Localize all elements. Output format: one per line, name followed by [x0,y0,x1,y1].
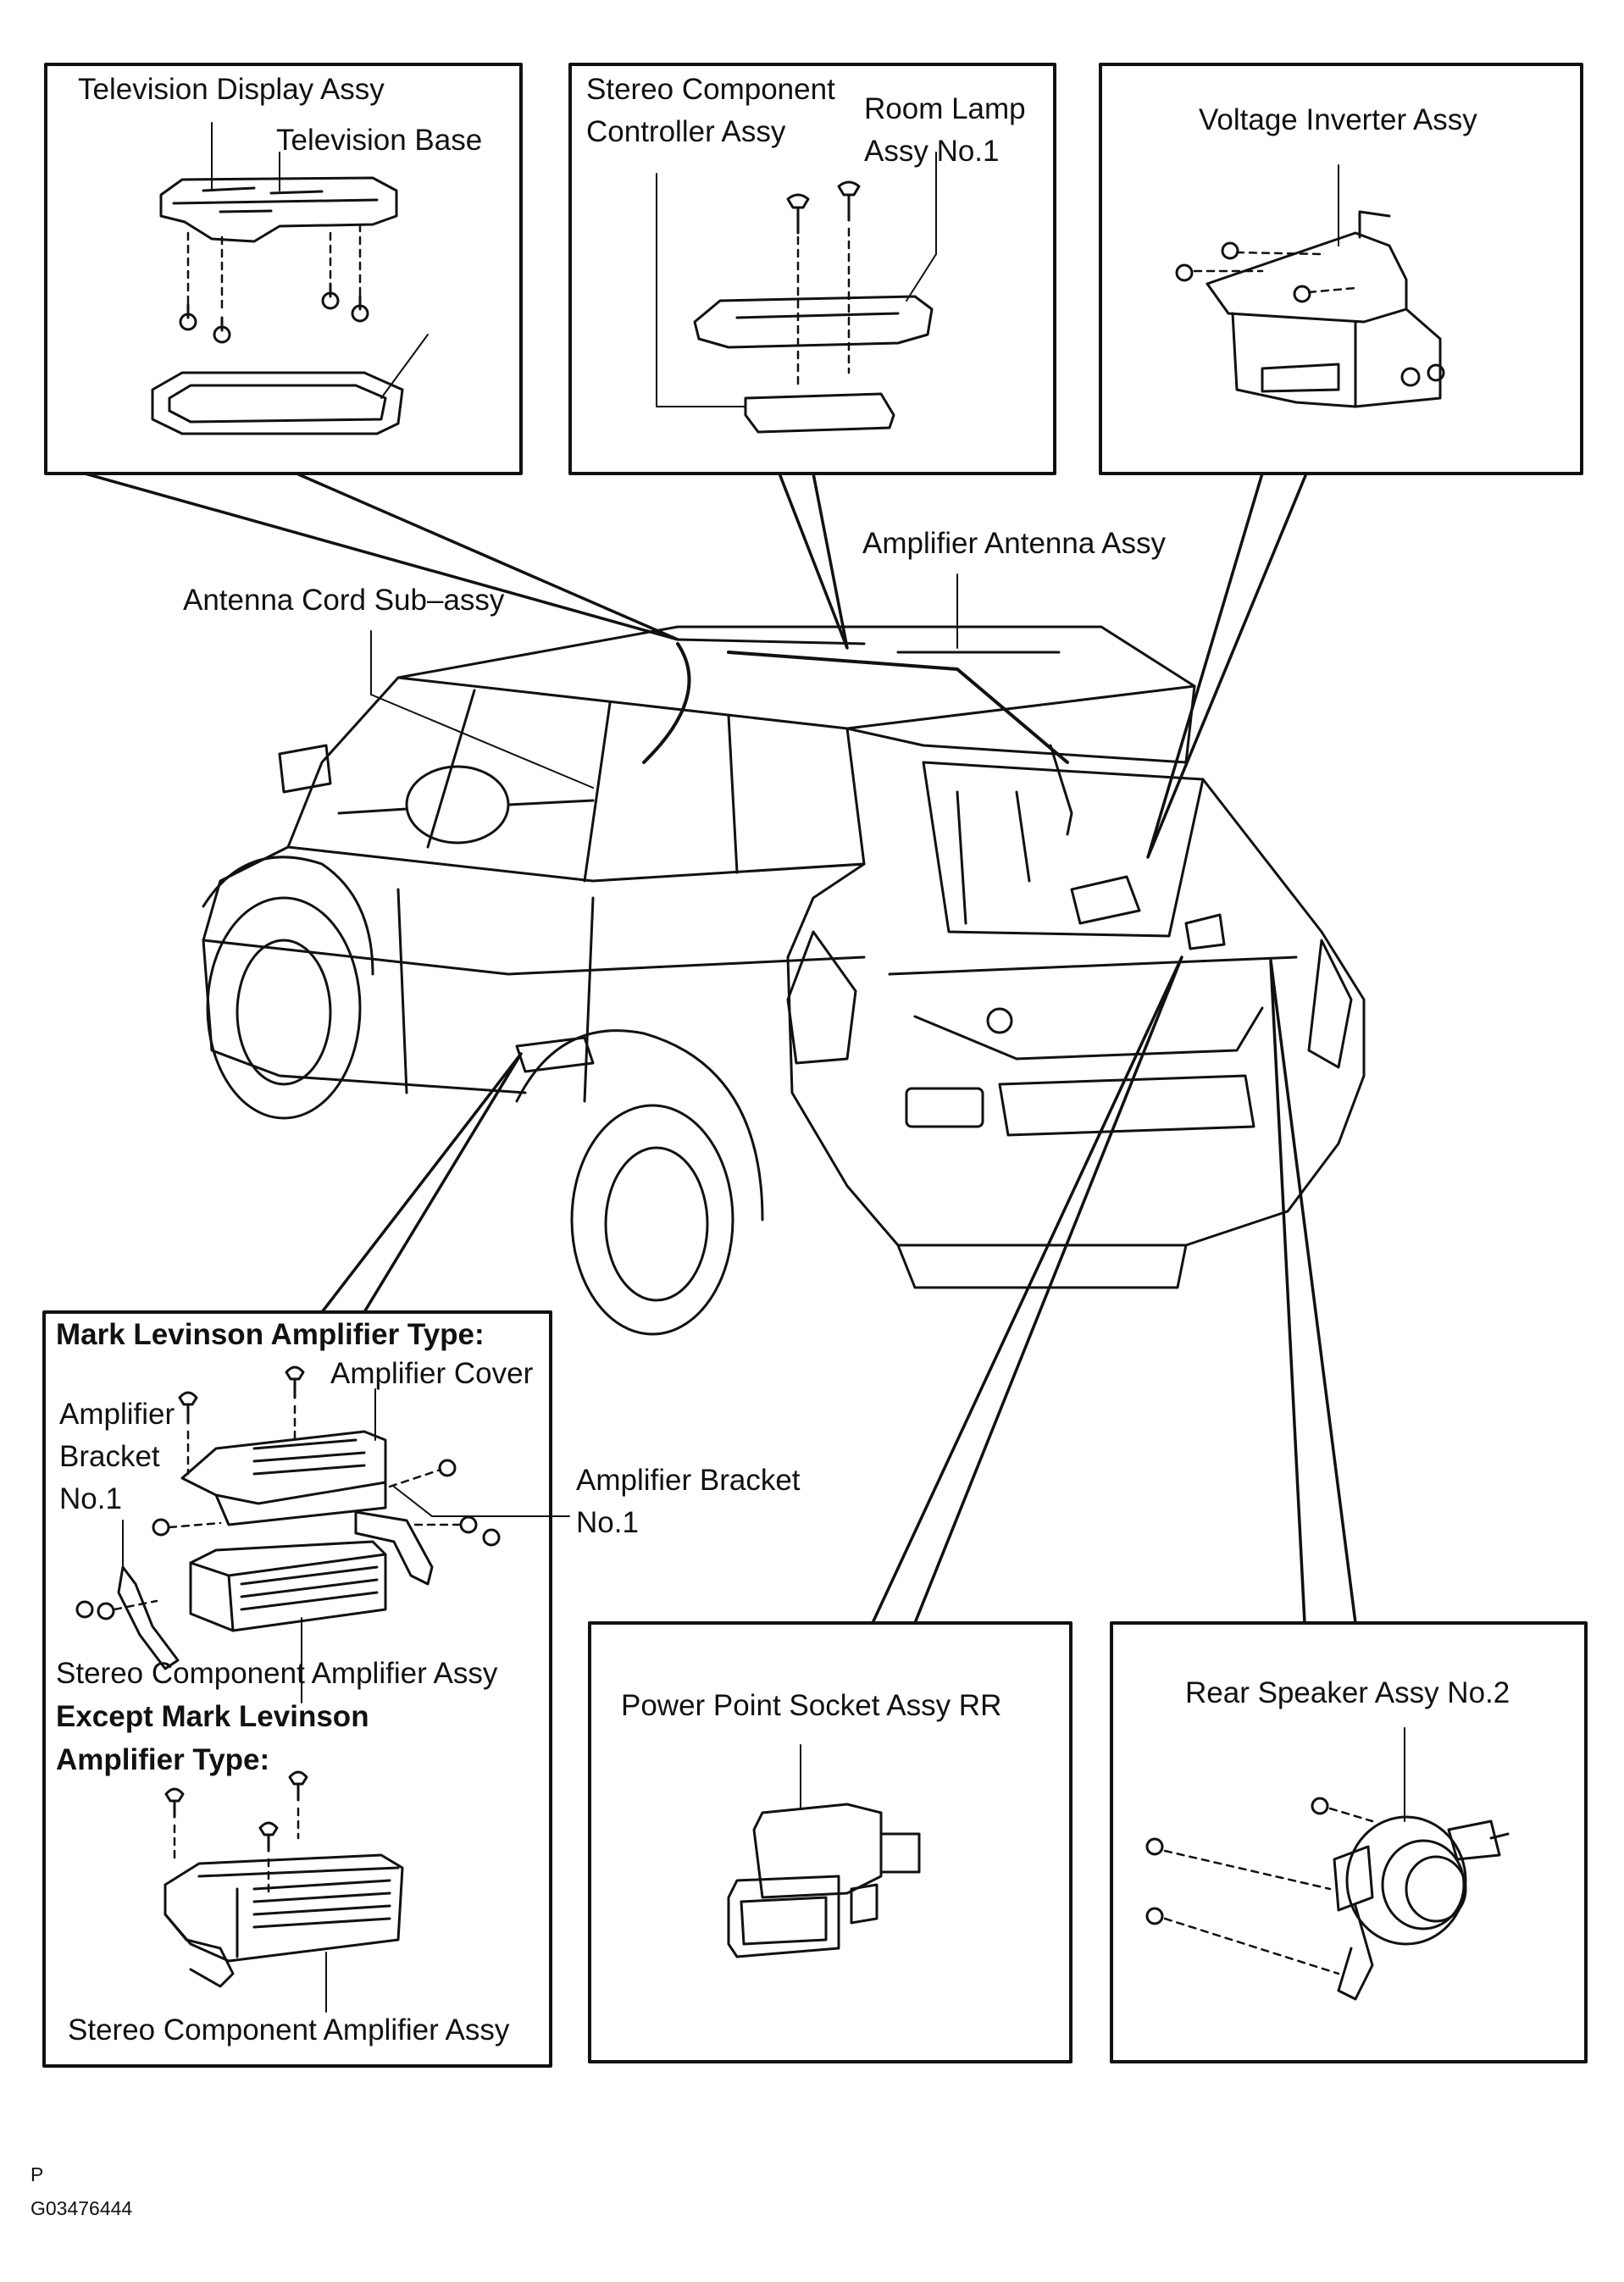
voltage-inverter-drawing [1206,164,1445,408]
bolt-icon [75,1365,501,1853]
label-stereo-amplifier-assy-2: Stereo Component Amplifier Assy [68,2013,510,2047]
bolt-icon [1145,1797,1329,1925]
inset-box-amplifier [42,1310,552,2068]
label-mark-levinson-type: Mark Levinson Amplifier Type: [56,1318,485,1351]
label-room-lamp-line2: Assy No.1 [864,135,1000,168]
rear-speaker-drawing [1333,1727,1510,2001]
label-amplifier-bracket-left-line2: Bracket [59,1440,160,1473]
label-amplifier-cover: Amplifier Cover [330,1357,534,1390]
label-voltage-inverter-assy: Voltage Inverter Assy [1199,103,1477,136]
television-base-drawing [151,334,429,435]
fastener-guides [186,223,362,315]
television-display-drawing [159,122,398,243]
bolt-icon [786,180,861,235]
label-room-lamp-line1: Room Lamp [864,92,1026,125]
label-stereo-amplifier-assy-1: Stereo Component Amplifier Assy [56,1657,498,1690]
bolt-icon [179,282,369,344]
amplifier-drawing [117,1486,570,2013]
label-amplifier-antenna-assy: Amplifier Antenna Assy [862,527,1166,560]
amplifier-cover-drawing [180,1388,387,1526]
label-except-mark-levinson-line2: Amplifier Type: [56,1743,270,1776]
power-socket-drawing [727,1744,921,1958]
label-amplifier-bracket-left-line1: Amplifier [59,1398,175,1431]
label-amplifier-bracket-left-line3: No.1 [59,1482,122,1515]
room-lamp-drawing [693,152,937,349]
fastener-guides [796,227,851,391]
inset-box-rear-speaker [1110,1621,1588,2063]
label-amplifier-bracket-right-line1: Amplifier Bracket [576,1464,801,1497]
label-except-mark-levinson-line1: Except Mark Levinson [56,1700,369,1733]
inset-box-television [44,63,523,475]
label-antenna-cord-sub-assy: Antenna Cord Sub–assy [183,584,505,617]
label-television-display-assy: Television Display Assy [78,73,385,106]
fastener-guides [113,1404,463,1899]
leader-lines [370,573,958,789]
label-amplifier-bracket-right-line2: No.1 [576,1506,639,1539]
label-stereo-controller-line1: Stereo Component [586,73,835,106]
label-power-point-socket: Power Point Socket Assy RR [621,1689,1002,1722]
figure-code: G03476444 [30,2197,133,2219]
inset-box-voltage-inverter [1099,63,1583,475]
vehicle-rear-view-drawing [202,625,1366,1336]
fastener-guides [1193,251,1357,294]
label-rear-speaker-assy: Rear Speaker Assy No.2 [1185,1676,1510,1709]
fastener-guides [1163,1807,1374,1975]
bolt-icon [1175,241,1311,303]
footer-letter: P [30,2163,44,2185]
inset-box-power-socket [588,1621,1073,2063]
stereo-controller-drawing [656,173,895,434]
label-television-base: Television Base [276,124,483,157]
callout-wedges [83,472,1357,1625]
label-stereo-controller-line2: Controller Assy [586,115,786,148]
